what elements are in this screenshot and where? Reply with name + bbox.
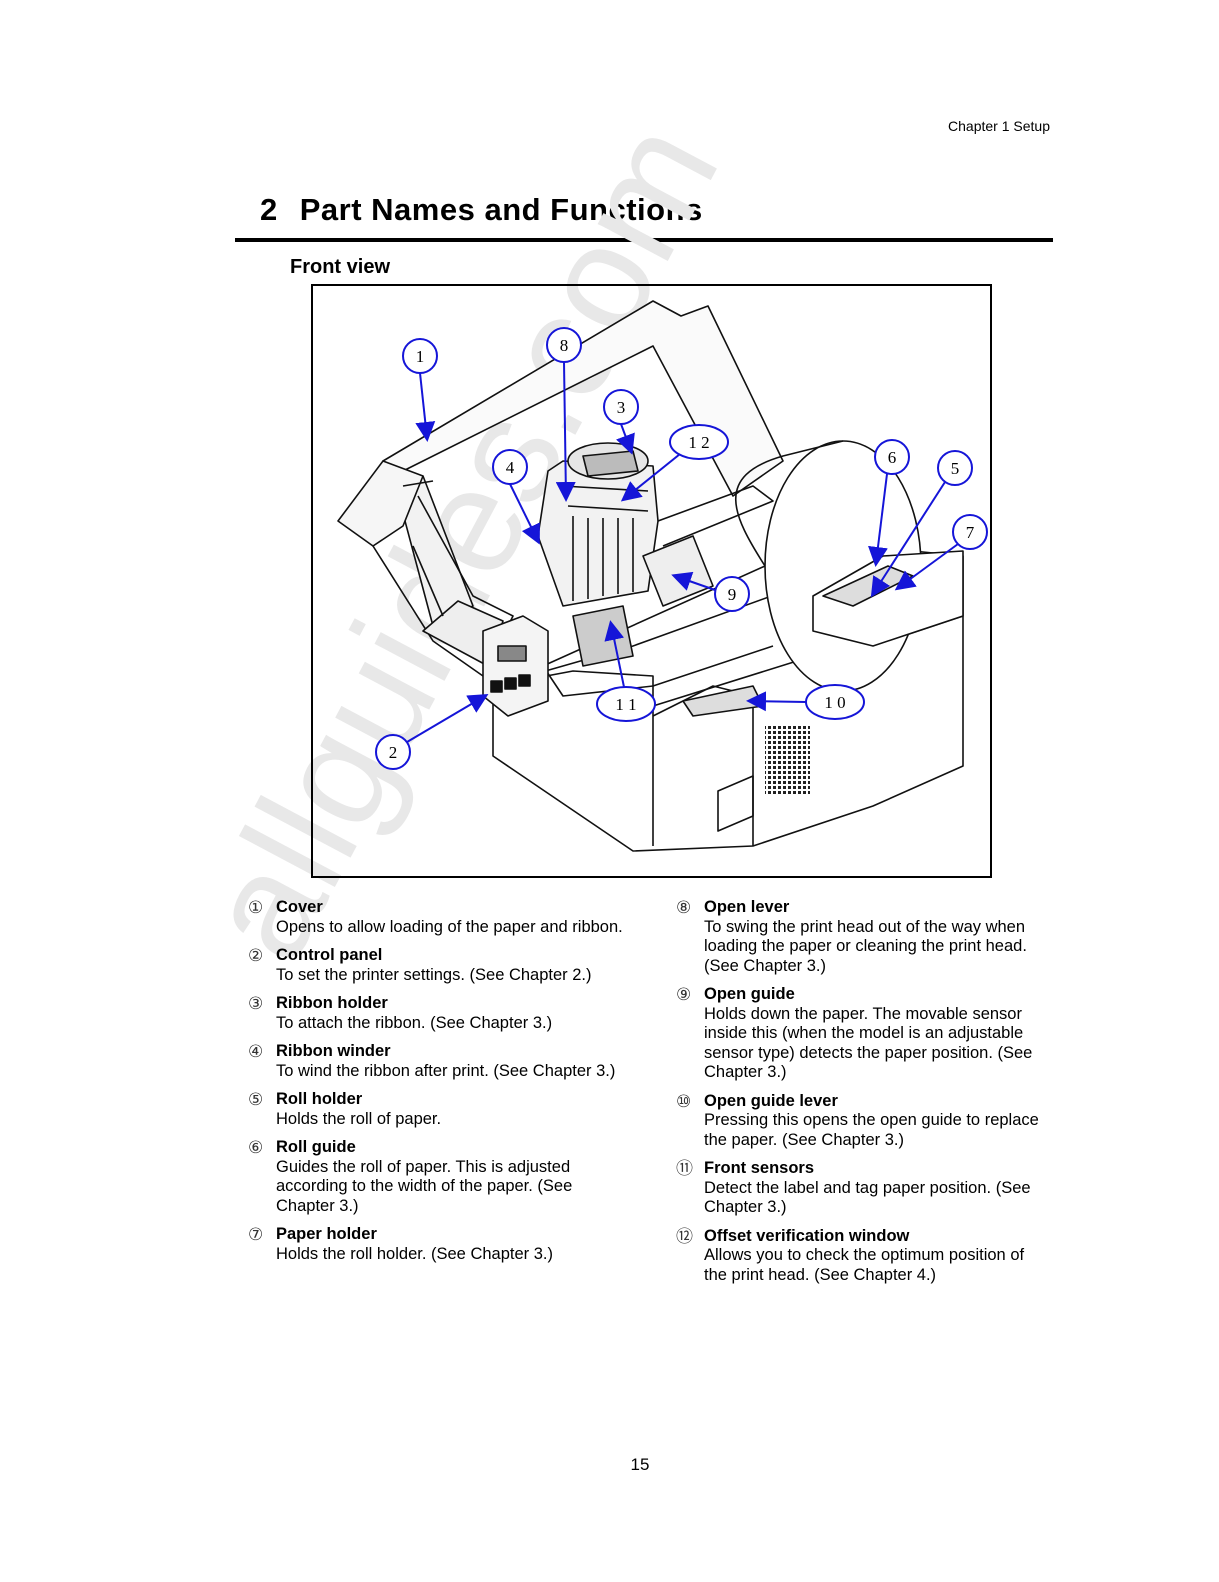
- callout-group: [375, 327, 988, 770]
- callout-label-12: 1 2: [688, 433, 709, 452]
- printer-illustration: 1 2 3 4 5 6 7 8 9 1 0 1 1 1 2: [337, 300, 988, 852]
- part-description: Opens to allow loading of the paper and …: [276, 917, 623, 936]
- callout-label-7: 7: [966, 523, 975, 542]
- part-description: Holds down the paper. The movable sensor…: [704, 1004, 1033, 1082]
- callout-label-2: 2: [389, 743, 398, 762]
- item-marker: ④: [248, 1042, 264, 1061]
- callout-label-6: 6: [888, 448, 897, 467]
- item-marker: ③: [248, 994, 264, 1013]
- callout-labels: 1 2 3 4 5 6 7 8 9 1 0 1 1 1 2: [389, 336, 975, 762]
- item-marker: ⑥: [248, 1138, 264, 1157]
- callout-label-8: 8: [560, 336, 569, 355]
- part-description: Holds the roll of paper.: [276, 1109, 442, 1128]
- callout-label-11: 1 1: [615, 695, 636, 714]
- part-name: Open guide lever: [704, 1091, 838, 1110]
- item-marker: ⑧: [676, 898, 692, 917]
- item-marker: ⑨: [676, 985, 692, 1004]
- part-name: Cover: [276, 898, 323, 916]
- title-rule: [235, 238, 1053, 242]
- part-name: Front sensors: [704, 1159, 815, 1177]
- chapter-number: 2: [260, 192, 278, 227]
- item-marker: ⑦: [248, 1225, 264, 1244]
- part-description: To set the printer settings. (See Chapte…: [276, 965, 592, 984]
- part-description: Guides the roll of paper. This is adjust…: [276, 1157, 573, 1215]
- page-number: 15: [630, 1455, 650, 1474]
- callout-circle-2: [375, 734, 411, 770]
- part-name: Ribbon holder: [276, 994, 388, 1012]
- chapter-title-text: Part Names and Functions: [299, 192, 703, 227]
- callout-circle-5: [937, 450, 973, 486]
- callout-circle-12: [669, 424, 729, 460]
- item-marker: ②: [248, 946, 264, 965]
- callout-circle-7: [952, 514, 988, 550]
- callout-label-1: 1: [416, 347, 425, 366]
- part-name: Control panel: [276, 946, 383, 964]
- part-description: Holds the roll holder. (See Chapter 3.): [276, 1244, 553, 1263]
- callout-label-9: 9: [728, 585, 737, 604]
- item-marker: ⑤: [248, 1090, 264, 1109]
- front-view-figure: 1 2 3 4 5 6 7 8 9 1 0 1 1 1 2: [311, 284, 992, 878]
- item-marker: ⑩: [676, 1091, 692, 1111]
- part-name: Offset verification window: [704, 1226, 910, 1245]
- callout-label-5: 5: [951, 459, 960, 478]
- printer-drawing: [337, 300, 964, 852]
- part-name: Ribbon winder: [276, 1042, 391, 1060]
- callout-label-3: 3: [617, 398, 626, 417]
- part-name: Roll guide: [276, 1138, 356, 1156]
- callout-circle-11: [596, 686, 656, 722]
- callout-label-4: 4: [506, 458, 515, 477]
- chapter-title: 2 Part Names and Functions: [260, 192, 703, 228]
- part-name: Open guide: [704, 985, 795, 1003]
- part-name: Roll holder: [276, 1090, 363, 1108]
- part-description: Pressing this opens the open guide to re…: [704, 1111, 1039, 1149]
- part-name: Open lever: [704, 898, 790, 916]
- item-marker: ⑫: [676, 1226, 693, 1246]
- part-description: To wind the ribbon after print. (See Cha…: [276, 1061, 616, 1080]
- callout-label-10: 1 0: [824, 693, 845, 712]
- callout-arrows: [406, 361, 959, 743]
- running-header: Chapter 1 Setup: [948, 118, 1050, 134]
- part-description: Detect the label and tag paper position.…: [704, 1178, 1031, 1217]
- part-description: Allows you to check the optimum position…: [704, 1246, 1025, 1284]
- part-description: To swing the print head out of the way w…: [704, 917, 1027, 975]
- callout-circle-9: [714, 576, 750, 612]
- section-label: Front view: [290, 256, 391, 278]
- item-marker: ①: [248, 898, 264, 917]
- callout-circle-6: [874, 439, 910, 475]
- item-marker: ⑪: [676, 1159, 693, 1178]
- part-description: To attach the ribbon. (See Chapter 3.): [276, 1013, 553, 1032]
- part-name: Paper holder: [276, 1225, 377, 1243]
